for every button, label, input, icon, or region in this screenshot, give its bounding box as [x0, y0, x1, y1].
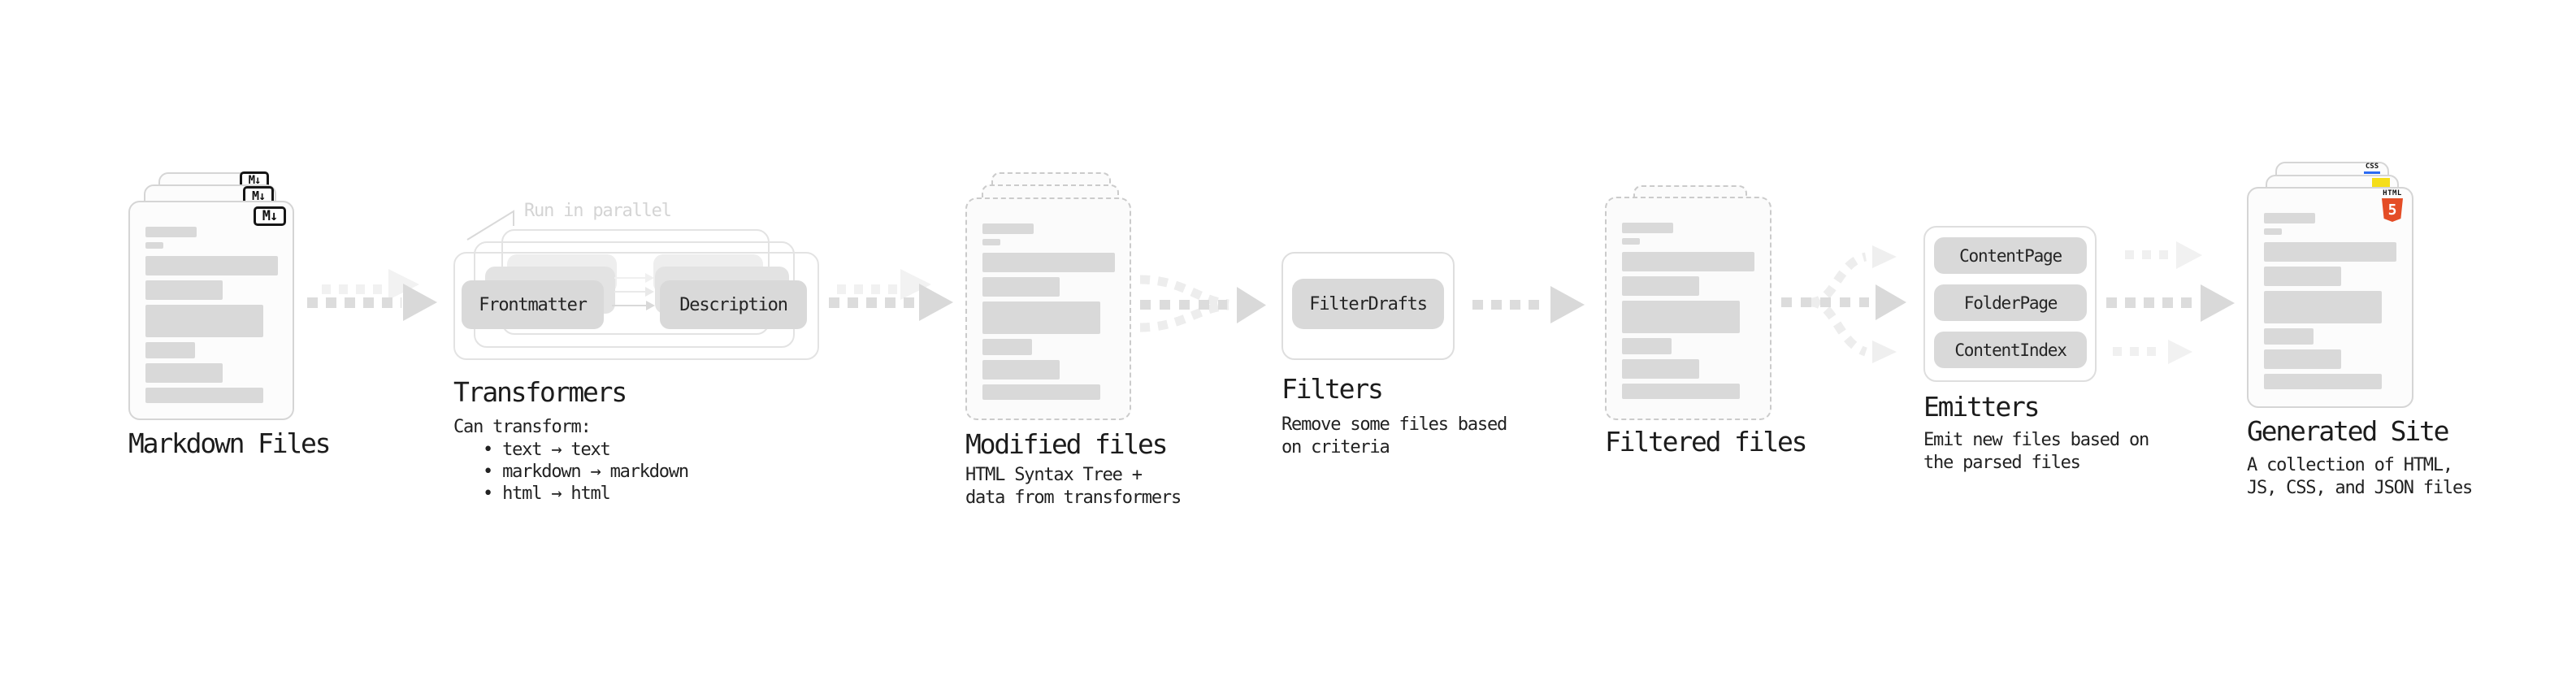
filters-description: Remove some files based on criteria — [1281, 414, 1507, 458]
markdown-doc-front — [128, 201, 294, 420]
modified-files-description: HTML Syntax Tree + data from transformer… — [965, 465, 1182, 508]
stage-label-markdown-files: Markdown Files — [128, 427, 332, 459]
arrow-head-light-icon — [2176, 241, 2202, 269]
js-badge-icon — [2372, 178, 2390, 189]
mini-arrow-icon — [614, 287, 654, 297]
filtered-doc-front — [1605, 197, 1772, 420]
bullet-item: • text → text — [483, 440, 611, 460]
mini-arrow-icon — [612, 301, 655, 310]
frontmatter-pill: Frontmatter — [462, 280, 604, 329]
annotation-leader-line — [466, 210, 514, 241]
stage-label-generated-site: Generated Site — [2247, 415, 2450, 447]
arrow-head-icon — [1550, 286, 1585, 323]
stage-label-emitters: Emitters — [1923, 391, 2040, 423]
modified-doc-front — [965, 197, 1131, 420]
doc-content-bars — [2249, 189, 2412, 406]
dashed-arrow-light — [2125, 250, 2175, 259]
fan-in-arrow-icon — [1139, 275, 1266, 332]
contentpage-pill: ContentPage — [1934, 237, 2087, 274]
stage-label-filtered-files: Filtered files — [1605, 426, 1808, 458]
dashed-arrow — [307, 297, 401, 308]
dashed-arrow — [829, 297, 918, 308]
doc-content-bars — [967, 199, 1130, 419]
bullet-item: • markdown → markdown — [483, 462, 689, 482]
bullet-item: • html → html — [483, 484, 611, 504]
dashed-arrow — [1472, 300, 1547, 310]
stage-label-transformers: Transformers — [453, 376, 627, 408]
doc-content-bars — [1607, 198, 1770, 419]
description-pill: Description — [660, 280, 807, 329]
markdown-badge-icon: M↓ — [243, 186, 274, 205]
fan-out-arrow-icon — [1781, 245, 1906, 363]
generated-doc-front — [2247, 187, 2413, 408]
css-badge-icon: CSS — [2363, 163, 2381, 174]
transformers-bullet-list: • text → text • markdown → markdown • ht… — [453, 439, 689, 505]
filterdrafts-pill: FilterDrafts — [1292, 279, 1444, 329]
transformers-description-heading: Can transform: — [453, 417, 592, 437]
run-in-parallel-annotation: Run in parallel — [524, 201, 672, 221]
html5-logo-icon: HTML 5 — [2380, 190, 2405, 222]
dashed-arrow — [2106, 297, 2197, 308]
dashed-arrow-ghost — [322, 284, 392, 294]
folderpage-pill: FolderPage — [1934, 284, 2087, 321]
markdown-badge-icon: M↓ — [254, 206, 286, 226]
arrow-head-icon — [919, 284, 953, 321]
doc-content-bars — [130, 202, 293, 419]
generated-site-description: A collection of HTML, JS, CSS, and JSON … — [2247, 455, 2473, 498]
dashed-arrow-light — [2113, 347, 2163, 356]
arrow-head-icon — [2201, 284, 2235, 322]
stage-label-filters: Filters — [1281, 373, 1384, 405]
contentindex-pill: ContentIndex — [1934, 332, 2087, 368]
arrow-head-light-icon — [2168, 340, 2192, 364]
transformers-description: Can transform: • text → text • markdown … — [453, 416, 689, 505]
arrow-head-icon — [403, 284, 437, 321]
stage-label-modified-files: Modified files — [965, 428, 1169, 460]
emitters-description: Emit new files based on the parsed files — [1923, 430, 2149, 473]
dashed-arrow-ghost — [837, 284, 902, 294]
transformer-frame-front — [453, 252, 819, 360]
mini-arrow-icon — [614, 273, 654, 283]
